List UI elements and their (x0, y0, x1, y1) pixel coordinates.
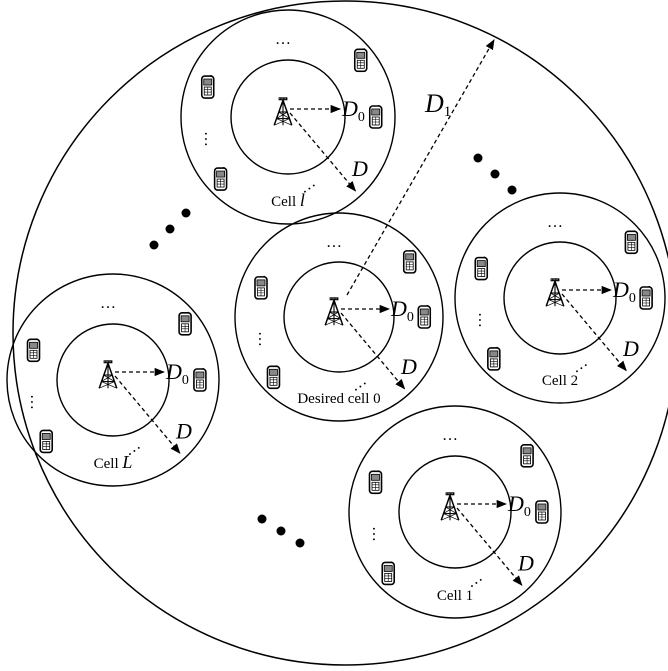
top-ellipsis: … (100, 295, 116, 312)
ellipsis-dots-right (473, 153, 517, 195)
cell-inner-circle (230, 59, 346, 175)
cell-big-l: D0D………Cell L (6, 273, 220, 487)
cell-label: Desired cell 0 (297, 391, 380, 407)
cell-inner-circle (283, 261, 395, 373)
cell-inner-circle (398, 455, 512, 569)
cell-outer-circle (6, 273, 220, 487)
top-ellipsis: … (442, 427, 458, 444)
left-ellipsis: … (27, 394, 44, 410)
d0-label: D0 (341, 96, 365, 125)
d-label: D (400, 354, 417, 379)
tower-icon (273, 97, 293, 126)
phone-icon (368, 470, 383, 495)
phone-icon (39, 429, 54, 454)
left-ellipsis: … (201, 131, 218, 147)
top-ellipsis: … (547, 214, 563, 231)
cell-label: Cell l (271, 190, 305, 210)
phone-icon (193, 368, 207, 392)
cell-1: D0D………Cell 1 (348, 405, 562, 619)
phone-icon (381, 561, 396, 586)
d-arrow (114, 375, 181, 454)
cell-outer-circle (180, 9, 396, 225)
cell-outer-circle (348, 405, 562, 619)
d0-label: D0 (612, 277, 636, 306)
tower-icon (545, 278, 565, 307)
tower-icon (324, 297, 344, 326)
cell-label: Cell L (94, 452, 133, 472)
d-arrow (289, 112, 357, 192)
phone-icon (474, 256, 489, 281)
top-ellipsis: … (326, 234, 342, 251)
phone-icon (178, 311, 192, 336)
cell-l: D0D………Cell l (180, 9, 396, 225)
phone-icon (368, 105, 383, 129)
cell-2: D0D………Cell 2 (454, 192, 666, 404)
tower-icon (440, 492, 460, 521)
d-label: D (517, 550, 534, 575)
phone-icon (213, 167, 228, 191)
cell-inner-circle (503, 241, 617, 355)
bottom-ellipsis: … (121, 436, 144, 459)
phone-icon (417, 305, 432, 329)
top-ellipsis: … (275, 31, 291, 48)
left-ellipsis: … (475, 312, 492, 328)
cell-label: Cell 2 (542, 373, 578, 389)
d1-arrow (346, 39, 495, 296)
phone-icon (353, 48, 368, 73)
phone-icon (254, 275, 268, 300)
phone-icon (266, 365, 281, 390)
phone-icon (487, 346, 501, 371)
phone-icon (402, 249, 417, 274)
phone-icon (639, 286, 653, 310)
left-ellipsis: … (369, 526, 386, 542)
bottom-ellipsis: … (347, 372, 370, 395)
cell-outer-circle (234, 212, 444, 422)
phone-icon (520, 443, 534, 468)
left-ellipsis: … (255, 331, 272, 347)
cell-inner-circle (56, 323, 170, 437)
phone-icon (200, 75, 215, 99)
ellipsis-dots-bottom (257, 514, 305, 548)
cell-label: Cell 1 (437, 588, 473, 604)
cell-0: D0D………Desired cell 0 (234, 212, 444, 422)
phone-icon (26, 338, 41, 363)
bottom-ellipsis: … (463, 568, 486, 591)
d0-label: D0 (390, 296, 414, 325)
bottom-ellipsis: … (568, 354, 591, 377)
d-arrow (340, 312, 406, 390)
outer-boundary-circle (12, 0, 668, 666)
d0-label: D0 (507, 491, 531, 520)
d-arrow (561, 293, 627, 372)
d-label: D (351, 156, 368, 181)
phone-icon (535, 500, 549, 524)
d-arrow (456, 507, 523, 586)
cell-outer-circle (454, 192, 666, 404)
ellipsis-dots-left (149, 208, 191, 250)
d1-label: D1 (424, 89, 451, 120)
d-label: D (175, 418, 192, 443)
bottom-ellipsis: … (296, 174, 319, 197)
d0-label: D0 (165, 359, 189, 388)
tower-icon (98, 360, 118, 389)
phone-icon (624, 230, 639, 255)
d-label: D (622, 336, 639, 361)
